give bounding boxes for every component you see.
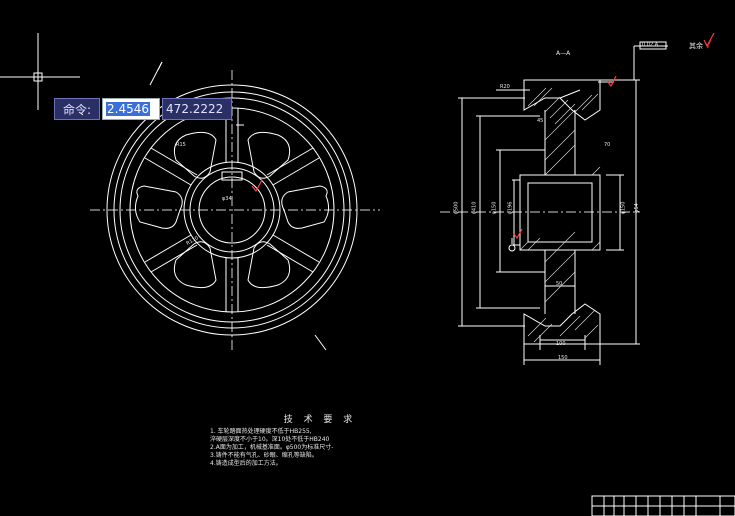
section-view [440, 41, 668, 365]
title-block [591, 495, 735, 516]
dim-chamfer-offset: 70 [604, 142, 611, 148]
y-coordinate-input[interactable]: 472.2222 [162, 98, 233, 120]
dim-tread-width: 100 [556, 341, 566, 347]
tolerance-frame-text: 0.02 A [642, 42, 659, 48]
command-prompt-label: 命令: [54, 98, 101, 120]
dim-rim-diameter: φ410 [471, 201, 478, 215]
lightening-holes [134, 131, 330, 289]
spokes [144, 108, 320, 312]
red-roughness-mark [251, 179, 263, 193]
front-view-wheel [90, 61, 380, 351]
dim-rim-outer: φ54 [633, 203, 640, 213]
roughness-check-icon: √ [705, 40, 712, 51]
tech-req-line: 1. 车轮踏面热处理硬度不低于HB255, [210, 428, 312, 435]
dim-web-gap: 50 [556, 281, 563, 287]
dim-web-width: 45 [537, 118, 544, 124]
datum-marker [508, 238, 516, 252]
tech-req-line: 4.铸造成型后的加工方法。 [210, 460, 282, 467]
command-input-bar[interactable]: 命令: 2.4546 472.2222 [54, 98, 233, 120]
section-hatch [519, 87, 601, 343]
roughness-note-text: 其余 [689, 41, 703, 50]
x-coordinate-value: 2.4546 [106, 102, 151, 116]
tech-req-line: 淬硬层深度不小于10。深10处不低于HB240 [210, 436, 330, 443]
section-label: A—A [556, 50, 571, 57]
dim-chamfer: R20 [500, 84, 510, 90]
technical-requirements: 技 术 要 求 1. 车轮踏面热处理硬度不低于HB255, 淬硬层深度不小于10… [210, 416, 410, 468]
dim-outer-diameter: φ500 [453, 201, 460, 215]
dim-radius-left: R15 [176, 142, 186, 148]
tech-req-line: 3.铸件不能有气孔、砂眼、缩孔等缺陷。 [210, 452, 318, 459]
dim-hub-outer: φ150 [620, 201, 627, 215]
roughness-note: 其余 √ [689, 40, 711, 51]
red-marks-section [513, 32, 715, 240]
tech-req-title: 技 术 要 求 [283, 415, 357, 425]
dim-web-diameter: φ150 [491, 201, 498, 215]
x-coordinate-input[interactable]: 2.4546 [102, 98, 161, 120]
crosshair-cursor [0, 33, 80, 110]
dim-hub-diameter: φ196 [507, 201, 514, 215]
tech-req-line: 2.A面为加工，机械基准面。φ500为标准尺寸- [210, 444, 334, 451]
dim-hub-bore: φ34 [222, 196, 232, 202]
dim-overall-width: 150 [558, 355, 568, 361]
